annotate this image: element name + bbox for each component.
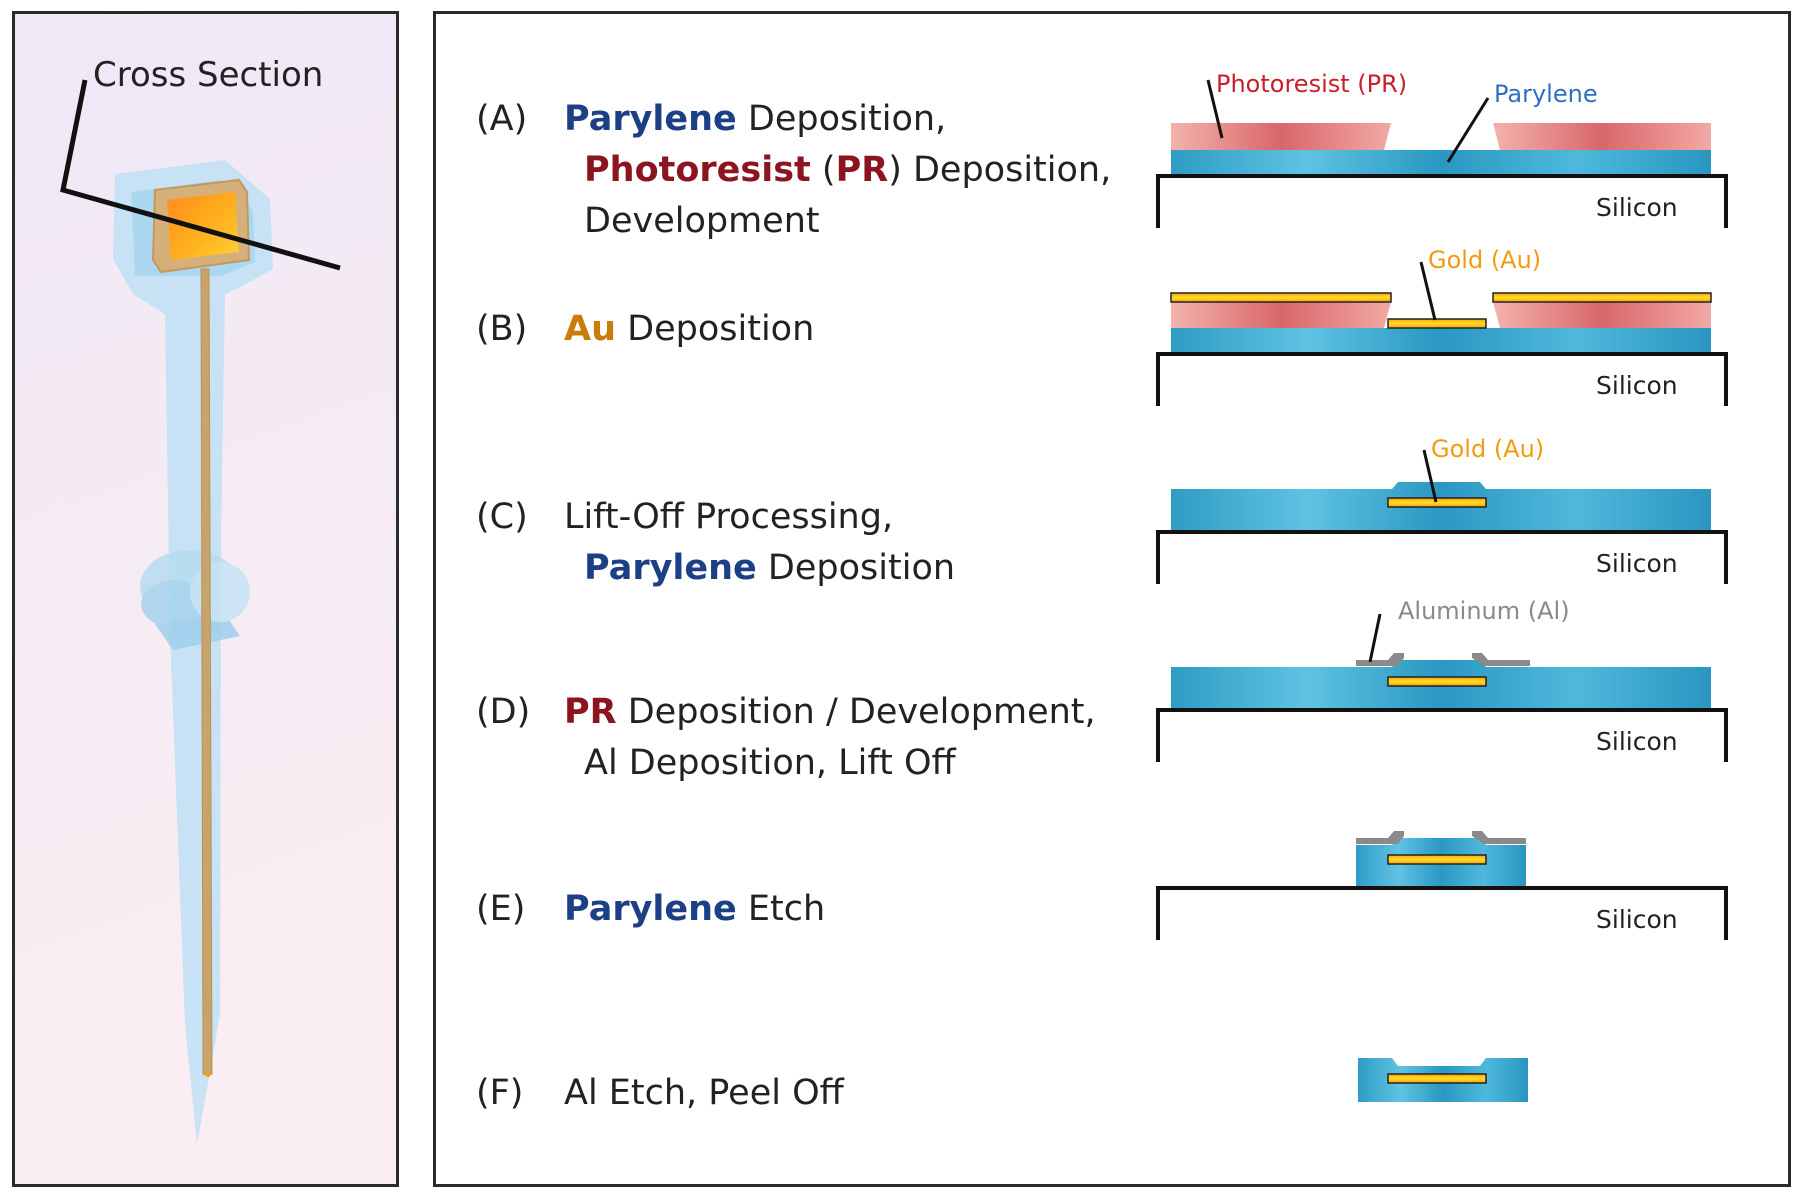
gold-trace-e bbox=[1387, 854, 1487, 865]
photoresist-left-a bbox=[1171, 123, 1391, 150]
step-b-segment: Au bbox=[564, 309, 617, 349]
step-f-segment: Al Etch, Peel Off bbox=[564, 1073, 844, 1113]
aluminum-callout: Aluminum (Al) bbox=[1398, 597, 1570, 625]
step-a-segment: ( bbox=[810, 150, 836, 190]
photoresist-leader-a bbox=[1206, 79, 1224, 139]
step-a-segment: Development bbox=[584, 201, 820, 241]
photoresist-right-a bbox=[1493, 123, 1711, 150]
step-d-segment: Deposition / Development, bbox=[616, 692, 1096, 732]
photoresist-left-b bbox=[1171, 302, 1391, 328]
gold-trace-c bbox=[1387, 497, 1487, 508]
step-e-letter: (E) bbox=[476, 889, 526, 929]
step-b-segment: Deposition bbox=[616, 309, 815, 349]
step-f-line: Al Etch, Peel Off bbox=[564, 1068, 844, 1119]
step-a-segment: PR bbox=[835, 150, 889, 190]
cross-section-line bbox=[60, 79, 341, 271]
step-c-line: Parylene Deposition bbox=[584, 543, 955, 594]
step-c-segment: Deposition bbox=[756, 548, 956, 588]
probe-illustration: Cross Section bbox=[60, 55, 341, 1144]
aluminum-left-d bbox=[1356, 653, 1404, 666]
step-a-line: Parylene Deposition, bbox=[564, 94, 946, 145]
silicon-label-b: Silicon bbox=[1596, 371, 1678, 400]
photoresist-callout: Photoresist (PR) bbox=[1216, 70, 1407, 98]
gold-trace-f bbox=[1387, 1073, 1487, 1084]
gold-callout-b: Gold (Au) bbox=[1428, 246, 1541, 274]
parylene-layer-a bbox=[1171, 150, 1711, 174]
step-d-letter: (D) bbox=[476, 692, 531, 732]
step-a-segment: Deposition, bbox=[736, 99, 947, 139]
gold-leader-c bbox=[1422, 449, 1438, 503]
step-a-line: Development bbox=[584, 196, 820, 247]
gold-on-pr-right-b bbox=[1492, 292, 1712, 303]
cross-section-diagrams: Silicon Photoresist (PR) Parylene Silico… bbox=[1156, 70, 1728, 1102]
step-a-segment: Photoresist bbox=[584, 150, 811, 190]
step-a-letter: (A) bbox=[476, 99, 528, 139]
step-e-segment: Etch bbox=[736, 889, 826, 929]
parylene-callout: Parylene bbox=[1494, 80, 1598, 108]
diagram-c: Silicon Gold (Au) bbox=[1156, 435, 1728, 584]
aluminum-right-d bbox=[1472, 653, 1530, 666]
silicon-substrate-b bbox=[1156, 352, 1728, 406]
step-d-segment: PR bbox=[564, 692, 617, 732]
gold-trace-b bbox=[1387, 318, 1487, 329]
aluminum-left-e bbox=[1356, 831, 1404, 844]
probe-head-parylene bbox=[113, 160, 273, 1144]
diagram-f bbox=[1358, 1058, 1528, 1102]
silicon-label-d: Silicon bbox=[1596, 727, 1678, 756]
probe-pad bbox=[167, 192, 239, 260]
silicon-substrate-e bbox=[1156, 886, 1728, 940]
step-c-segment: Parylene bbox=[584, 548, 757, 588]
aluminum-leader-d bbox=[1368, 613, 1382, 663]
silicon-substrate-a bbox=[1156, 174, 1728, 228]
aluminum-right-e bbox=[1472, 831, 1526, 844]
gold-callout-c: Gold (Au) bbox=[1431, 435, 1544, 463]
diagram-e: Silicon bbox=[1156, 831, 1728, 940]
diagram-a: Silicon Photoresist (PR) Parylene bbox=[1156, 70, 1728, 228]
silicon-label-e: Silicon bbox=[1596, 905, 1678, 934]
step-b-line: Au Deposition bbox=[564, 304, 814, 355]
step-a-segment: Parylene bbox=[564, 99, 737, 139]
silicon-substrate-d bbox=[1156, 708, 1728, 762]
step-a-segment: ) Deposition, bbox=[888, 150, 1112, 190]
diagram-d: Silicon Aluminum (Al) bbox=[1156, 597, 1728, 762]
step-b-letter: (B) bbox=[476, 309, 528, 349]
parylene-layer-b bbox=[1171, 328, 1711, 352]
photoresist-right-b bbox=[1493, 302, 1711, 328]
diagram-b: Silicon Gold (Au) bbox=[1156, 246, 1728, 406]
step-e-line: Parylene Etch bbox=[564, 884, 825, 935]
cross-section-label: Cross Section bbox=[93, 55, 323, 95]
gold-on-pr-left-b bbox=[1170, 292, 1392, 303]
step-d-segment: Al Deposition, Lift Off bbox=[584, 743, 956, 783]
step-d-line: PR Deposition / Development, bbox=[564, 687, 1096, 738]
step-e-segment: Parylene bbox=[564, 889, 737, 929]
gold-trace-d bbox=[1387, 676, 1487, 687]
step-d-line: Al Deposition, Lift Off bbox=[584, 738, 956, 789]
step-a-line: Photoresist (PR) Deposition, bbox=[584, 145, 1111, 196]
silicon-label-c: Silicon bbox=[1596, 549, 1678, 578]
step-c-segment: Lift-Off Processing, bbox=[564, 497, 894, 537]
probe-knot bbox=[140, 550, 250, 650]
step-c-line: Lift-Off Processing, bbox=[564, 492, 893, 543]
step-f-letter: (F) bbox=[476, 1073, 524, 1113]
silicon-substrate-c bbox=[1156, 530, 1728, 584]
parylene-leader-a bbox=[1446, 97, 1490, 163]
gold-leader-b bbox=[1419, 261, 1437, 321]
probe-panel: Cross Section bbox=[12, 11, 399, 1187]
step-c-letter: (C) bbox=[476, 497, 528, 537]
silicon-label-a: Silicon bbox=[1596, 193, 1678, 222]
process-panel: (A)Parylene Deposition,Photoresist (PR) … bbox=[433, 11, 1791, 1187]
